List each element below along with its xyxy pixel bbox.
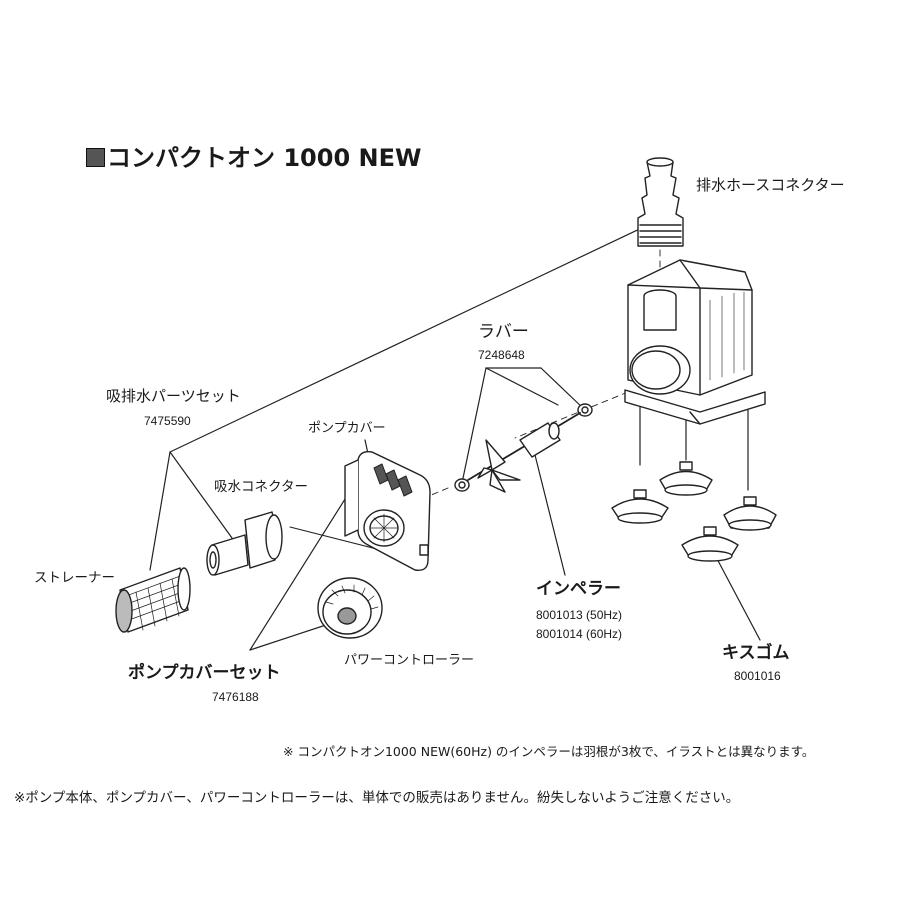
label-power-controller: パワーコントローラー (344, 653, 475, 668)
suction-cups-illustration (611, 461, 777, 562)
suction-cup-3 (681, 526, 739, 562)
pump-body-illustration (624, 259, 766, 425)
label-discharge-hose-connector: 排水ホースコネクター (696, 176, 845, 194)
note-impeller: ※ コンパクトオン1000 NEW(60Hz) のインペラーは羽根が3枚で、イラ… (283, 744, 815, 759)
strainer-illustration (115, 567, 191, 633)
code-suction-cup: 8001016 (734, 669, 781, 683)
leader-lines (149, 224, 761, 651)
code-impeller-60hz: 8001014 (60Hz) (536, 627, 623, 641)
note-sale: ※ポンプ本体、ポンプカバー、パワーコントローラーは、単体での販売はありません。紛… (14, 790, 740, 806)
label-pump-cover-set: ポンプカバーセット (128, 663, 281, 683)
label-intake-discharge-set: 吸排水パーツセット (106, 387, 241, 405)
page-title: コンパクトオン 1000 NEW (86, 146, 421, 170)
suction-cup-1 (611, 489, 669, 524)
code-impeller-50hz: 8001013 (50Hz) (536, 608, 623, 622)
suction-cup-4 (723, 496, 777, 531)
power-controller-illustration (317, 577, 383, 639)
label-rubber: ラバー (478, 322, 529, 342)
rubber-parts-illustration (454, 403, 593, 492)
label-pump-cover: ポンプカバー (308, 421, 386, 436)
code-rubber: 7248648 (478, 348, 525, 362)
discharge-hose-connector-illustration (637, 157, 684, 247)
code-pump-cover-set: 7476188 (212, 690, 259, 704)
intake-connector-illustration (206, 511, 283, 576)
impeller-illustration (467, 412, 581, 493)
title-text: コンパクトオン 1000 NEW (107, 144, 422, 172)
label-intake-connector: 吸水コネクター (214, 479, 308, 495)
suction-cup-2 (659, 461, 713, 496)
label-strainer: ストレーナー (34, 570, 115, 586)
label-impeller: インペラー (536, 579, 621, 599)
pump-cover-illustration (344, 450, 431, 571)
label-suction-cup: キスゴム (722, 643, 790, 663)
code-intake-discharge-set: 7475590 (144, 414, 191, 428)
title-square-icon (86, 148, 105, 167)
